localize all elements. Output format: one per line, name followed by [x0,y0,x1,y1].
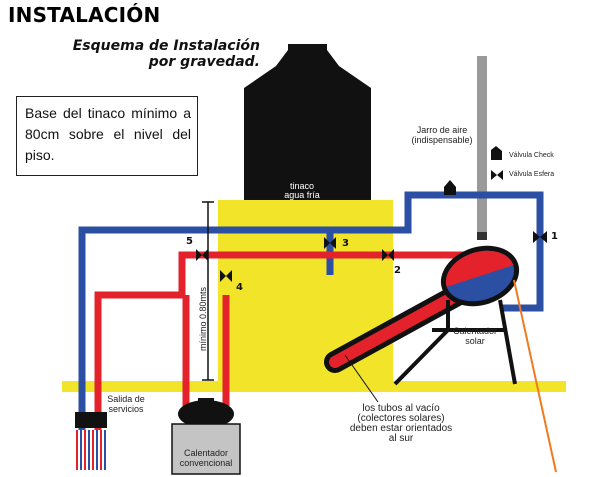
services-outlet [75,412,107,470]
legend-check-icon [491,146,502,160]
legend-sphere-label: Válvula Esfera [509,171,555,178]
valve-1-number: 1 [551,231,558,242]
solar-heater-label-line2: solar [465,336,485,346]
valve-3-icon [324,237,336,249]
air-jar-label-line1: Jarro de aire [416,125,468,135]
check-valve-icon [444,180,456,195]
water-tank [244,44,371,200]
orientation-pointer [513,279,557,473]
installation-note: Base del tinaco mínimo a 80cm sobre el n… [16,96,198,176]
valve-2-number: 2 [394,265,401,276]
tubes-note-line4: al sur [388,433,414,444]
legend-sphere-icon [491,170,503,180]
conventional-heater-label-line2: convencional [179,458,233,468]
minimum-height-label: mínimo 0.80mts [198,286,208,352]
valve-3-number: 3 [342,238,349,249]
valve-5-icon [196,249,208,261]
tank-label: tinaco agua fría [262,182,342,200]
tank-label-line1: tinaco [289,181,315,191]
services-outlet-label-line1: Salida de [107,394,145,404]
services-outlet-label-line2: servicios [108,404,144,414]
diagram-subtitle: por gravedad. [148,54,260,70]
heater-stand [393,299,517,386]
tubes-note-line1: los tubos al vacío [362,403,440,414]
conventional-heater [171,398,241,475]
tank-label-line2: agua fría [284,190,320,200]
air-jar-label-line2: (indispensable) [411,135,473,145]
height-dimension [202,201,214,381]
services-outlet-label: Salida de servicios [96,394,156,414]
page-heading: INSTALACIÓN [8,3,161,27]
tubes-note: los tubos al vacío (colectores solares) … [336,404,466,444]
valve-4-icon [220,270,232,282]
tubes-note-line2: (colectores solares) [357,413,445,424]
solar-heater-label: Calentador solar [440,326,510,346]
hot-water-pipes [94,251,470,430]
conventional-heater-label-line1: Calentador [183,448,229,458]
conventional-heater-label: Calentador convencional [172,448,240,468]
air-jar-label: Jarro de aire (indispensable) [392,125,492,145]
valve-5-number: 5 [186,236,193,247]
legend-check-label: Válvula Check [509,152,554,159]
air-jar [477,232,487,240]
valve-1-icon [533,231,547,243]
tubes-note-line3: deben estar orientados [349,423,453,434]
valve-4-number: 4 [236,282,243,293]
solar-heater-tank [440,245,520,307]
sphere-valves [196,231,547,282]
tubes-leader-line [344,354,379,403]
valve-2-icon [382,249,394,261]
diagram-title: Esquema de Instalación [72,38,260,54]
vent-pipe [477,56,487,236]
solar-heater-label-line1: Calentador [452,326,498,336]
